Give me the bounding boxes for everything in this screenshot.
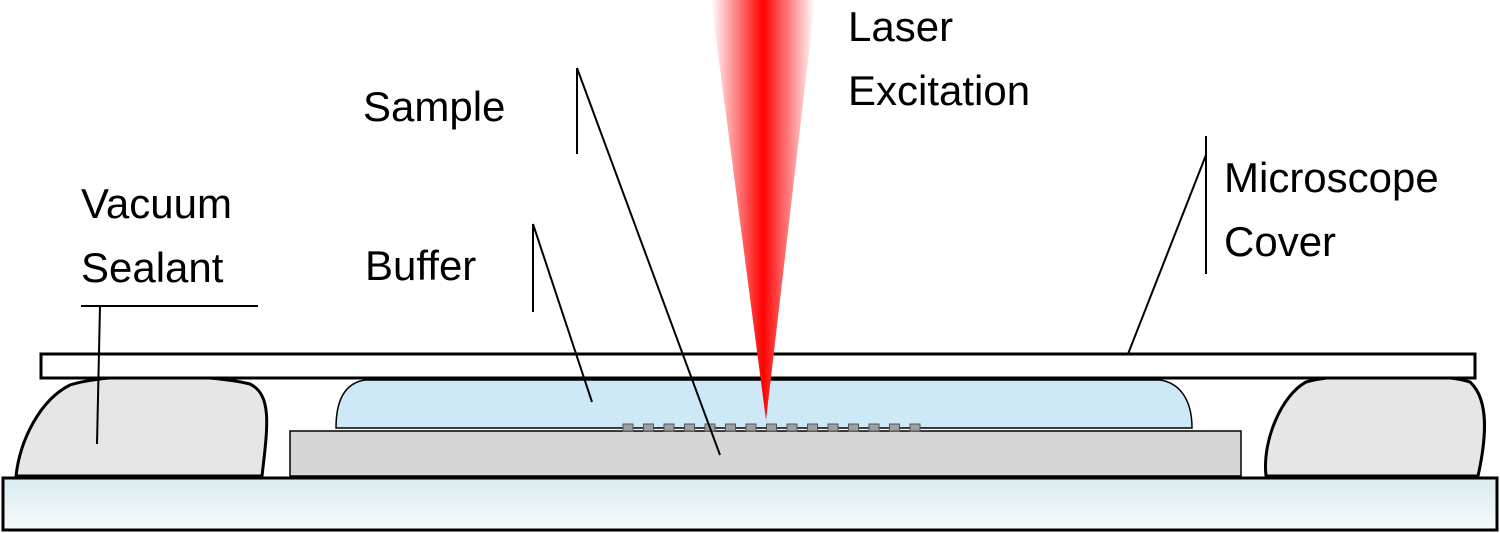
leader-lines	[81, 67, 1207, 456]
pillar	[725, 423, 736, 432]
laser-excitation-label: Laser Excitation	[848, 0, 1030, 123]
microscope-cover-label: Microscope Cover	[1224, 146, 1439, 274]
pillar	[786, 423, 798, 432]
pillar	[745, 423, 757, 432]
pillar	[868, 423, 880, 432]
sample-label: Sample	[363, 75, 505, 139]
pillar	[889, 423, 900, 432]
pillar	[684, 423, 695, 432]
sample-chip	[289, 430, 1242, 477]
buffer-label: Buffer	[365, 234, 476, 298]
vacuum-sealant-left	[14, 374, 269, 478]
pillar	[909, 423, 921, 432]
pillar	[848, 423, 859, 432]
pillar	[663, 423, 675, 432]
sample-label-text: Sample	[363, 83, 506, 130]
sample-leader-diagonal	[576, 67, 721, 456]
sealant-leader-diagonal	[96, 305, 101, 445]
laser-label-line-2: Excitation	[848, 67, 1031, 114]
cover-leader-diagonal	[1127, 154, 1207, 355]
laser-beam	[711, 0, 815, 420]
cover-label-line-2: Cover	[1224, 218, 1337, 265]
pillar	[807, 423, 818, 432]
pillar	[643, 423, 654, 432]
pillar	[827, 423, 839, 432]
buffer-label-text: Buffer	[365, 242, 477, 289]
bottom-slide	[1, 476, 1499, 532]
laser-label-line-1: Laser	[848, 3, 954, 50]
sample-pillars	[622, 423, 921, 432]
cover-label-line-1: Microscope	[1224, 154, 1439, 201]
sealant-label-line-2: Sealant	[81, 244, 224, 291]
pillar	[622, 423, 634, 432]
vacuum-sealant-right	[1263, 373, 1487, 478]
vacuum-sealant-label: Vacuum Sealant	[81, 172, 232, 300]
sealant-label-line-1: Vacuum	[81, 180, 232, 227]
buffer-leader-diagonal	[532, 223, 593, 403]
pillar	[766, 423, 777, 432]
